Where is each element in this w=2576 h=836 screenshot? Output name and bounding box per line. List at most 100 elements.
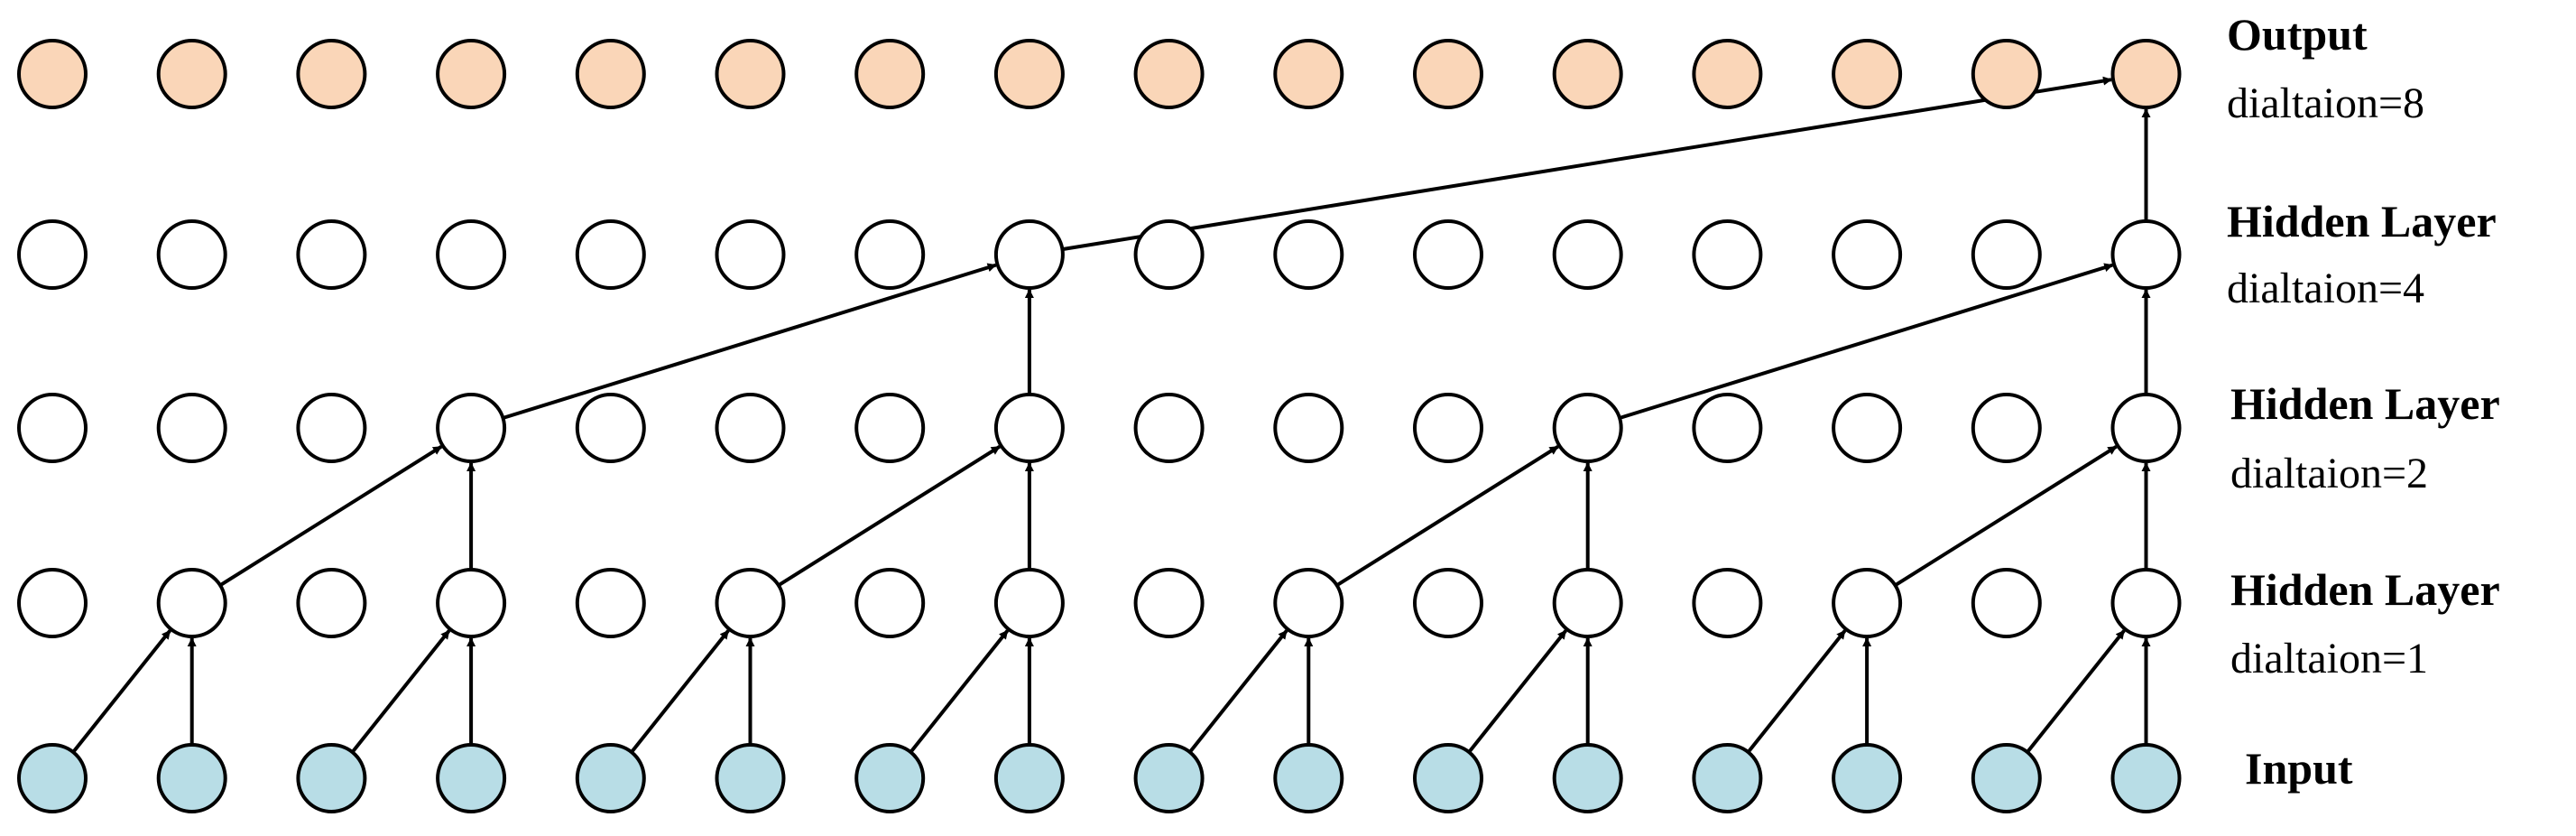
- input-node: [1552, 743, 1623, 813]
- hidden1-node: [17, 568, 88, 638]
- output-node: [2110, 39, 2182, 109]
- hidden3-node: [1133, 219, 1205, 290]
- input-layer-name: Input: [2245, 743, 2353, 794]
- output-node: [993, 39, 1065, 109]
- arrow-diagonal: [1619, 263, 2114, 420]
- output-node: [1413, 39, 1483, 109]
- hidden1-node: [1832, 568, 1903, 638]
- hidden3-node: [854, 219, 926, 290]
- arrow-diagonal: [502, 263, 997, 420]
- output-node: [715, 39, 786, 109]
- input-node: [575, 743, 646, 813]
- hidden3-node: [1273, 219, 1344, 290]
- hidden1-node: [1133, 568, 1205, 638]
- hidden1-node: [993, 568, 1065, 638]
- hidden2-node: [1692, 393, 1763, 463]
- arrow-diagonal: [1894, 445, 2118, 587]
- output-node: [854, 39, 926, 109]
- hidden3-node: [1971, 219, 2042, 290]
- hidden1-node: [575, 568, 646, 638]
- hidden2-node: [2110, 393, 2182, 463]
- hidden1-node: [1971, 568, 2042, 638]
- hidden-layer-1-name: Hidden Layer: [2230, 564, 2500, 615]
- output-layer-dilation: dialtaion=8: [2227, 79, 2424, 127]
- hidden3-node: [1692, 219, 1763, 290]
- hidden2-node: [993, 393, 1065, 463]
- hidden2-node: [156, 393, 227, 463]
- arrow-diagonal: [2026, 629, 2126, 754]
- arrow-diagonal: [71, 629, 171, 754]
- input-node: [993, 743, 1065, 813]
- hidden-layer-2-name: Hidden Layer: [2230, 378, 2500, 429]
- hidden3-node: [1413, 219, 1483, 290]
- input-node: [1273, 743, 1344, 813]
- hidden3-node: [1552, 219, 1623, 290]
- arrow-diagonal: [1467, 629, 1567, 754]
- hidden2-node: [296, 393, 367, 463]
- connection-arrows: [71, 76, 2151, 754]
- arrow-diagonal: [1335, 445, 1559, 587]
- output-node: [17, 39, 88, 109]
- input-node: [1413, 743, 1483, 813]
- hidden2-node: [575, 393, 646, 463]
- arrow-diagonal: [777, 445, 1001, 587]
- neuron-nodes: [17, 39, 2182, 813]
- input-node: [1133, 743, 1205, 813]
- hidden2-node: [1552, 393, 1623, 463]
- output-node: [1273, 39, 1344, 109]
- arrow-diagonal: [909, 629, 1010, 754]
- input-node: [1692, 743, 1763, 813]
- hidden2-node: [854, 393, 926, 463]
- hidden2-node: [1273, 393, 1344, 463]
- hidden3-node: [575, 219, 646, 290]
- output-node: [1133, 39, 1205, 109]
- arrow-diagonal: [218, 445, 443, 587]
- hidden-layer-3-dilation: dialtaion=4: [2227, 265, 2424, 312]
- output-node: [1832, 39, 1903, 109]
- input-node: [1971, 743, 2042, 813]
- input-node: [854, 743, 926, 813]
- output-layer-name: Output: [2227, 9, 2368, 60]
- arrow-diagonal: [630, 629, 730, 754]
- hidden-layer-3-name: Hidden Layer: [2227, 196, 2497, 246]
- hidden2-node: [436, 393, 507, 463]
- hidden-layer-2-dilation: dialtaion=2: [2230, 450, 2428, 497]
- hidden-layer-1-dilation: dialtaion=1: [2230, 635, 2428, 683]
- hidden2-node: [1971, 393, 2042, 463]
- hidden1-node: [1692, 568, 1763, 638]
- hidden1-node: [156, 568, 227, 638]
- hidden2-node: [1133, 393, 1205, 463]
- hidden1-node: [854, 568, 926, 638]
- arrow-diagonal: [1062, 76, 2112, 252]
- hidden2-node: [1413, 393, 1483, 463]
- input-node: [17, 743, 88, 813]
- hidden3-node: [296, 219, 367, 290]
- hidden3-node: [156, 219, 227, 290]
- arrow-diagonal: [1188, 629, 1288, 754]
- hidden3-node: [715, 219, 786, 290]
- output-node: [1552, 39, 1623, 109]
- hidden3-node: [17, 219, 88, 290]
- output-node: [1971, 39, 2042, 109]
- arrow-diagonal: [350, 629, 451, 754]
- hidden2-node: [17, 393, 88, 463]
- hidden1-node: [2110, 568, 2182, 638]
- output-node: [156, 39, 227, 109]
- hidden3-node: [436, 219, 507, 290]
- hidden1-node: [1413, 568, 1483, 638]
- output-node: [575, 39, 646, 109]
- hidden1-node: [436, 568, 507, 638]
- input-node: [436, 743, 507, 813]
- output-node: [296, 39, 367, 109]
- input-node: [715, 743, 786, 813]
- layer-labels: Output dialtaion=8 Hidden Layer dialtaio…: [2227, 9, 2500, 794]
- output-node: [1692, 39, 1763, 109]
- input-node: [2110, 743, 2182, 813]
- input-node: [296, 743, 367, 813]
- hidden1-node: [1273, 568, 1344, 638]
- arrow-diagonal: [1746, 629, 1847, 754]
- hidden3-node: [993, 219, 1065, 290]
- output-node: [436, 39, 507, 109]
- input-node: [156, 743, 227, 813]
